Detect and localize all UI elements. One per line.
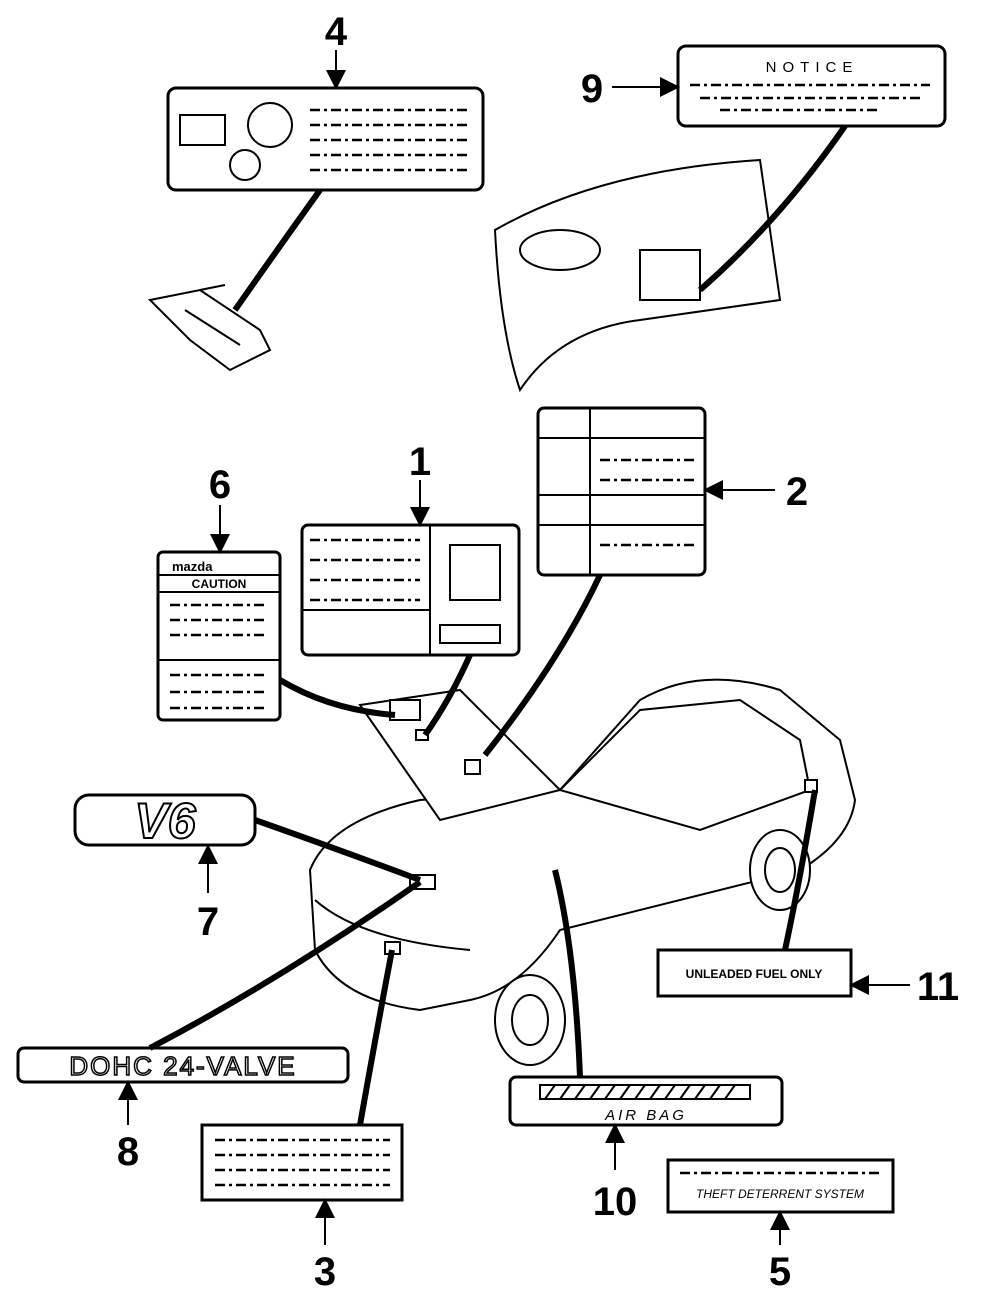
callout-8: 8 (117, 1130, 139, 1174)
unleaded-text: UNLEADED FUEL ONLY (686, 967, 823, 981)
v6-text: V6 (134, 793, 196, 849)
callout-1: 1 (409, 440, 431, 484)
theft-text: THEFT DETERRENT SYSTEM (696, 1187, 864, 1201)
callout-2: 2 (786, 470, 808, 514)
dashboard-illustration (493, 158, 782, 393)
mazda-logo-text: mazda (172, 559, 213, 574)
callout-11: 11 (917, 965, 959, 1009)
label-3-info (200, 949, 404, 1202)
callout-5: 5 (769, 1250, 791, 1294)
callout-4: 4 (325, 10, 348, 54)
car-illustration (308, 678, 857, 1066)
callout-3: 3 (314, 1250, 336, 1294)
label-11-unleaded: UNLEADED FUEL ONLY (656, 789, 853, 998)
label-2-vehicle-info (482, 406, 707, 757)
callout-10: 10 (593, 1180, 638, 1224)
callout-9: 9 (581, 67, 603, 111)
caution-text: CAUTION (192, 577, 247, 591)
label-5-theft-deterrent: THEFT DETERRENT SYSTEM (666, 1158, 895, 1214)
dohc-text: DOHC 24-VALVE (69, 1051, 296, 1081)
callout-arrows (118, 50, 910, 1245)
airbag-text: AIR BAG (604, 1107, 687, 1124)
label-1-emission-info (300, 523, 521, 737)
label-4-jack-instructions (166, 86, 485, 312)
label-10-airbag: AIR BAG (508, 869, 784, 1127)
notice-text: NOTICE (766, 59, 859, 76)
label-6-caution: mazda CAUTION (156, 550, 396, 722)
emblem-8-dohc: DOHC 24-VALVE (16, 879, 422, 1084)
callout-6: 6 (209, 463, 231, 507)
label-9-notice: NOTICE (676, 44, 947, 293)
callout-7: 7 (197, 900, 219, 944)
jack-illustration (147, 284, 272, 372)
emblem-7-v6: V6 (73, 792, 422, 883)
